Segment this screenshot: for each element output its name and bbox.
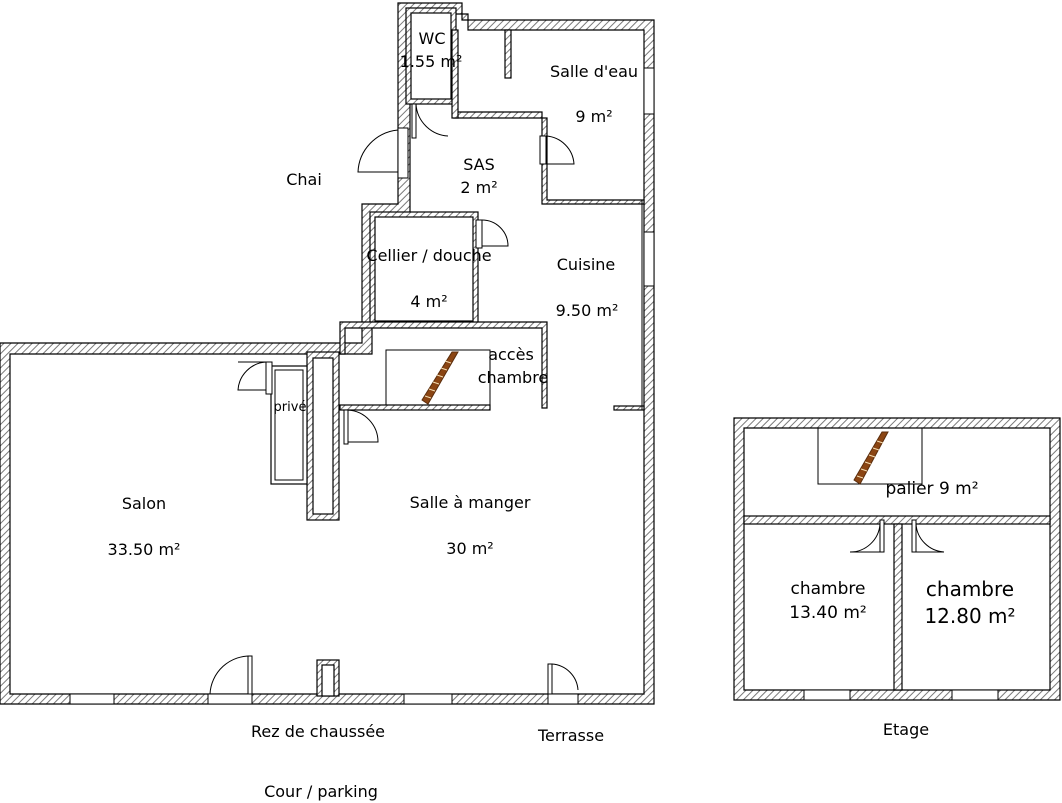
label-cellier-area: 4 m² [410,292,447,311]
label-salle-manger-name: Salle à manger [410,493,531,512]
stair-landing-wall [339,404,491,411]
label-salle-manger-area: 30 m² [446,539,493,558]
label-terrasse: Terrasse [537,726,604,745]
label-etage: Etage [883,720,929,739]
label-wc-name: WC [419,29,446,48]
door-salon-exterior [209,655,253,695]
window-salon-1 [69,693,115,705]
window-salle-eau [643,67,655,115]
door-wc [411,103,449,139]
ground-staircase [421,351,459,405]
upper-staircase [853,431,889,485]
acces-chambre-wall [339,321,548,409]
label-chambre-1-name: chambre [791,579,866,599]
door-acces-chambre [343,409,379,445]
label-rez: Rez de chaussée [251,722,385,741]
label-salon-name: Salon [122,494,166,513]
label-salon-area: 33.50 m² [108,540,181,559]
upper-floor-outer-walls [733,417,1061,701]
window-chai [397,127,409,179]
window-terrasse [547,693,579,705]
door-terrasse [547,663,579,695]
label-chambre-2-name: chambre [926,577,1014,601]
label-salle-eau-area: 9 m² [575,107,612,126]
chambres-wall [893,523,903,691]
window-salle-manger [403,693,453,705]
wc-sas-wall [451,29,459,119]
label-palier: palier 9 m² [885,479,978,499]
label-sas-name: SAS [463,155,495,174]
label-chambre-1-area: 13.40 m² [789,603,866,623]
window-salon-2 [207,693,253,705]
label-acces-line2: chambre [478,368,549,387]
label-cour: Cour / parking [264,782,378,801]
door-prive [237,361,273,395]
label-cuisine-name: Cuisine [557,255,616,274]
label-acces-line1: accès [488,345,534,364]
label-prive: privé [274,400,307,415]
window-cuisine [643,231,655,287]
salle-eau-partition-stub [504,29,512,79]
label-sas-area: 2 m² [460,178,497,197]
door-salle-eau [539,135,575,165]
prive-closet [270,365,308,485]
window-chambre-1 [803,689,851,701]
window-chambre-2 [951,689,999,701]
door-chai [357,129,399,176]
label-cuisine-area: 9.50 m² [556,301,619,320]
label-chai: Chai [286,170,322,189]
ground-floor: Chai WC 1.55 m² Salle d'eau 9 m² SAS 2 m… [0,2,655,801]
door-chambre-1 [849,519,885,553]
cuisine-wall-stub [613,405,645,411]
label-wc-area: 1.55 m² [400,52,463,71]
upper-floor: palier 9 m² chambre 13.40 m² chambre 12.… [733,417,1061,739]
label-chambre-2-area: 12.80 m² [924,604,1015,628]
door-cellier [475,219,509,249]
door-chambre-2 [911,519,945,553]
palier-wall [743,515,1051,525]
label-cellier-name: Cellier / douche [366,246,491,265]
upper-stair-opening [817,427,923,485]
label-salle-eau-name: Salle d'eau [550,62,638,81]
